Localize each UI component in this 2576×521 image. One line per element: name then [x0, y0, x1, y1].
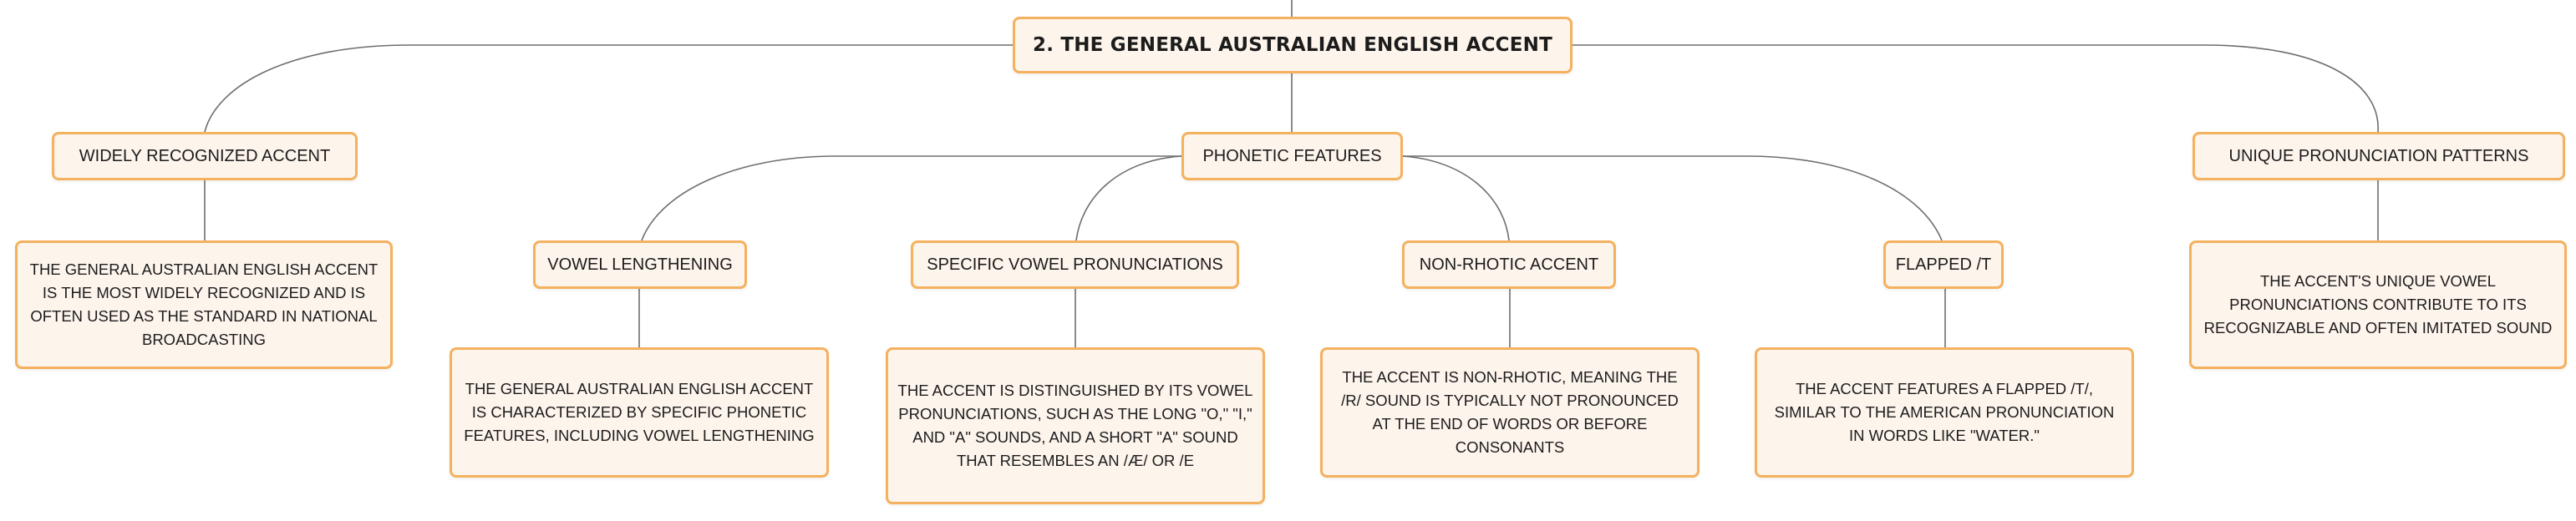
- flapped-t-detail-text: THE ACCENT FEATURES A FLAPPED /T/, SIMIL…: [1774, 380, 2115, 444]
- non-rhotic-detail-node[interactable]: THE ACCENT IS NON-RHOTIC, MEANING THE /R…: [1320, 347, 1700, 478]
- non-rhotic-label: NON-RHOTIC ACCENT: [1419, 255, 1599, 274]
- connector-phonetic-vowel: [641, 155, 1181, 241]
- specific-vowel-label: SPECIFIC VOWEL PRONUNCIATIONS: [927, 255, 1223, 274]
- specific-vowel-detail-node[interactable]: THE ACCENT IS DISTINGUISHED BY ITS VOWEL…: [886, 347, 1265, 504]
- flapped-t-label: FLAPPED /T: [1895, 255, 1992, 274]
- non-rhotic-node[interactable]: NON-RHOTIC ACCENT: [1402, 240, 1616, 289]
- phonetic-features-node[interactable]: PHONETIC FEATURES: [1181, 132, 1403, 180]
- unique-patterns-node[interactable]: UNIQUE PRONUNCIATION PATTERNS: [2192, 132, 2565, 180]
- widely-recognized-detail-node[interactable]: THE GENERAL AUSTRALIAN ENGLISH ACCENT IS…: [15, 240, 393, 369]
- widely-recognized-label: WIDELY RECOGNIZED ACCENT: [79, 146, 331, 165]
- unique-patterns-label: UNIQUE PRONUNCIATION PATTERNS: [2228, 146, 2529, 165]
- vowel-lengthening-detail-text: THE GENERAL AUSTRALIAN ENGLISH ACCENT IS…: [464, 380, 815, 444]
- vowel-lengthening-detail-node[interactable]: THE GENERAL AUSTRALIAN ENGLISH ACCENT IS…: [450, 347, 829, 478]
- root-node-label: 2. THE GENERAL AUSTRALIAN ENGLISH ACCENT: [1032, 34, 1552, 56]
- widely-recognized-detail-text: THE GENERAL AUSTRALIAN ENGLISH ACCENT IS…: [29, 260, 379, 348]
- specific-vowel-detail-text: THE ACCENT IS DISTINGUISHED BY ITS VOWEL…: [897, 382, 1253, 469]
- phonetic-features-label: PHONETIC FEATURES: [1202, 146, 1382, 165]
- unique-patterns-detail-node[interactable]: THE ACCENT'S UNIQUE VOWEL PRONUNCIATIONS…: [2189, 240, 2567, 369]
- unique-patterns-detail-text: THE ACCENT'S UNIQUE VOWEL PRONUNCIATIONS…: [2203, 272, 2553, 336]
- vowel-lengthening-label: VOWEL LENGTHENING: [547, 255, 733, 274]
- root-node[interactable]: 2. THE GENERAL AUSTRALIAN ENGLISH ACCENT: [1013, 17, 1573, 73]
- specific-vowel-node[interactable]: SPECIFIC VOWEL PRONUNCIATIONS: [911, 240, 1239, 289]
- connector-phonetic-flapped: [1403, 155, 1943, 241]
- connector-root-unique: [1569, 44, 2379, 133]
- connector-root-widely: [204, 44, 1013, 133]
- flapped-t-detail-node[interactable]: THE ACCENT FEATURES A FLAPPED /T/, SIMIL…: [1755, 347, 2134, 478]
- flapped-t-node[interactable]: FLAPPED /T: [1883, 240, 2004, 289]
- connector-phonetic-nonrhotic: [1402, 155, 1510, 241]
- vowel-lengthening-node[interactable]: VOWEL LENGTHENING: [533, 240, 747, 289]
- connector-phonetic-specific: [1075, 155, 1182, 241]
- widely-recognized-node[interactable]: WIDELY RECOGNIZED ACCENT: [52, 132, 358, 180]
- non-rhotic-detail-text: THE ACCENT IS NON-RHOTIC, MEANING THE /R…: [1341, 368, 1679, 456]
